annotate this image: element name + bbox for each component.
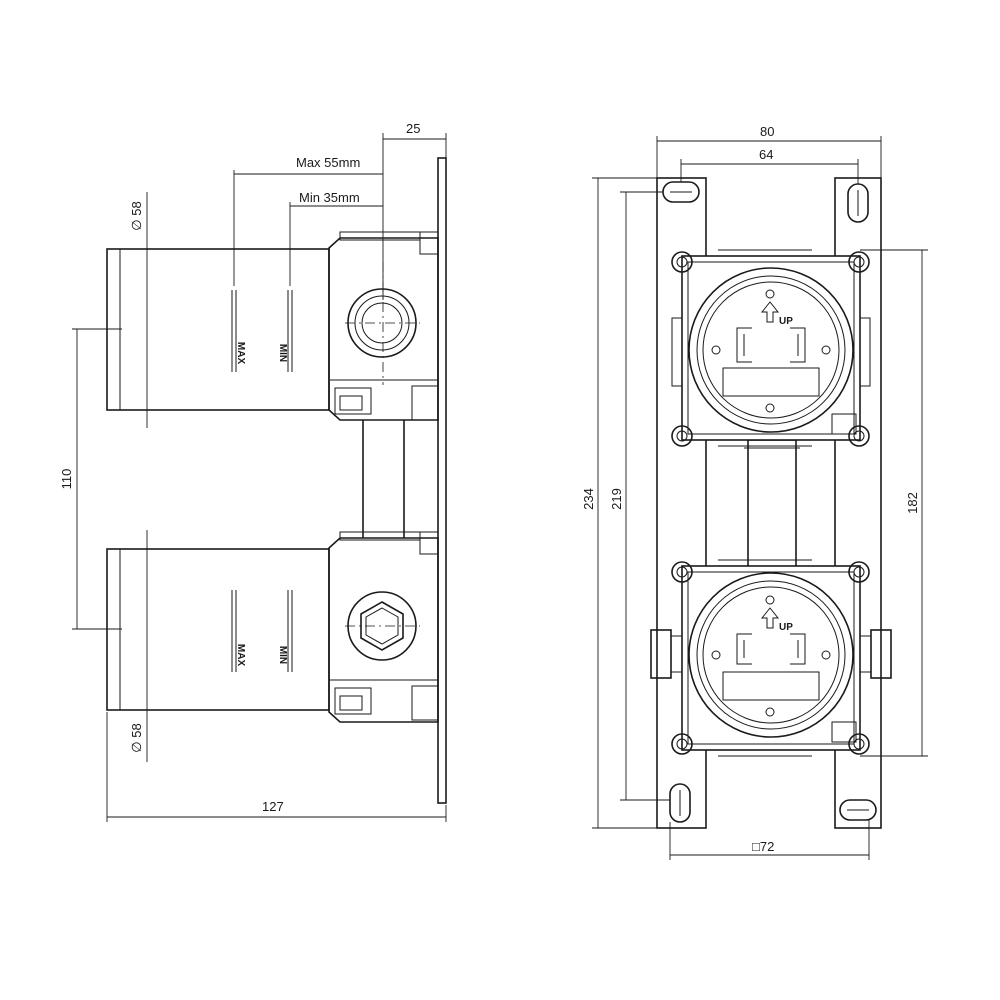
dim-min-depth-text: Min 35mm	[299, 190, 360, 205]
dim-overall-height: 234	[581, 177, 657, 829]
top-max-label: MAX	[235, 342, 246, 365]
front-view: UP	[581, 124, 928, 860]
top-valve-front: UP	[671, 249, 871, 447]
dim-max-depth: Max 55mm	[233, 155, 383, 286]
bottom-min-label: MIN	[277, 646, 288, 664]
dim-slot-height: 219	[609, 191, 670, 801]
dim-plate-offset: 25	[382, 121, 447, 300]
dim-center-distance: 110	[59, 328, 122, 630]
dim-slot-height-text: 219	[609, 488, 624, 510]
bottom-valve-body	[328, 531, 439, 723]
bottom-up-label: UP	[779, 622, 793, 633]
dim-overall-width-text: 80	[760, 124, 774, 139]
bottom-sleeve	[106, 548, 330, 711]
dim-slot-spacing-text: 64	[759, 147, 773, 162]
dim-top-diameter: ∅ 58	[129, 192, 148, 428]
dim-slot-spacing: 64	[680, 147, 859, 184]
top-up-label: UP	[779, 316, 793, 327]
dim-overall-depth-text: 127	[262, 799, 284, 814]
slot-bottom-right	[839, 799, 877, 821]
bottom-max-label: MAX	[235, 644, 246, 667]
dim-max-depth-text: Max 55mm	[296, 155, 360, 170]
slot-bottom-left	[669, 783, 691, 823]
dim-body-height-text: 182	[905, 492, 920, 514]
dim-min-depth: Min 35mm	[289, 190, 383, 286]
left-frame-rail	[656, 177, 707, 829]
dim-overall-depth: 127	[106, 712, 447, 822]
dim-square-text: □72	[752, 839, 774, 854]
dim-bottom-diameter: ∅ 58	[129, 530, 148, 762]
dim-body-height: 182	[860, 249, 928, 757]
dim-overall-width: 80	[656, 124, 882, 178]
dim-square: □72	[669, 820, 870, 860]
bottom-valve-front: UP	[650, 559, 892, 757]
dim-center-distance-text: 110	[59, 469, 74, 490]
dim-overall-height-text: 234	[581, 488, 596, 510]
dim-top-diameter-text: ∅ 58	[129, 201, 144, 230]
wall-plate	[437, 157, 447, 804]
top-sleeve	[106, 248, 330, 411]
dim-bottom-diameter-text: ∅ 58	[129, 723, 144, 752]
top-valve-body	[328, 231, 439, 421]
side-view: 127 25 Max 55mm Min 35mm 110	[59, 121, 447, 822]
dim-plate-offset-text: 25	[406, 121, 420, 136]
top-min-label: MIN	[277, 344, 288, 362]
front-connecting-pipe	[744, 439, 800, 569]
connecting-pipe	[362, 420, 405, 538]
